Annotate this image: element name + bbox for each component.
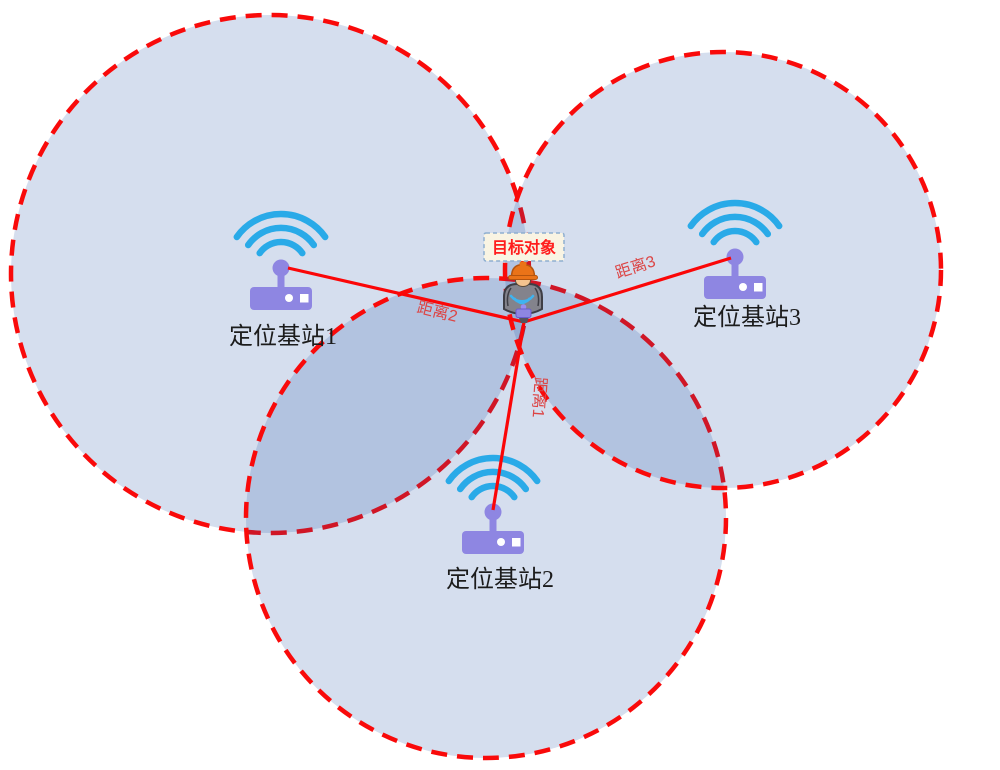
coverage-circle-station3 bbox=[502, 49, 944, 491]
coverage-circles bbox=[8, 12, 944, 761]
station1-label: 定位基站1 bbox=[229, 323, 337, 350]
distance1-label: 距离1 bbox=[529, 376, 550, 418]
positioning-tag-icon bbox=[515, 308, 532, 318]
coverage-circle-station2 bbox=[243, 275, 729, 761]
distance3-line bbox=[523, 256, 732, 324]
tag-antenna bbox=[520, 304, 527, 310]
worker-icon bbox=[503, 261, 543, 323]
target-label: 目标对象 bbox=[492, 238, 556, 257]
station2-label: 定位基站2 bbox=[446, 566, 554, 593]
target-callout: 目标对象 bbox=[483, 232, 565, 262]
target-callout-box bbox=[483, 232, 565, 262]
station3-label: 定位基站3 bbox=[693, 304, 801, 331]
distance2-line bbox=[287, 266, 525, 324]
distance1-line bbox=[491, 321, 526, 511]
